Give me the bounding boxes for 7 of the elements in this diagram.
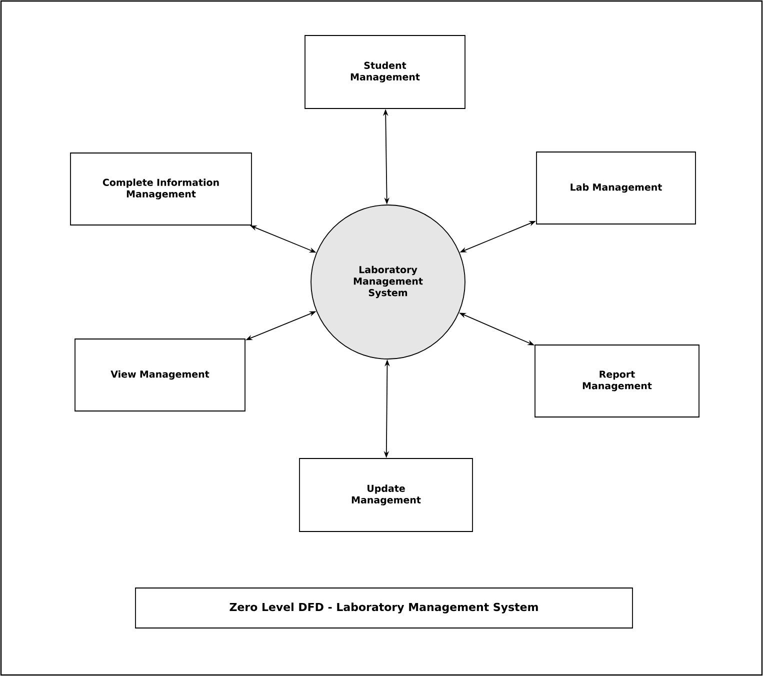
entity-box: Lab Management [536,152,696,224]
title-box: Zero Level DFD - Laboratory Management System [135,588,633,628]
entity-box: Update Management [299,458,473,532]
entity-box: View Management [74,338,246,412]
entity-box: Report Management [534,344,700,418]
entity-box: Complete Information Management [70,152,252,226]
entity-box: Student Management [304,35,466,109]
